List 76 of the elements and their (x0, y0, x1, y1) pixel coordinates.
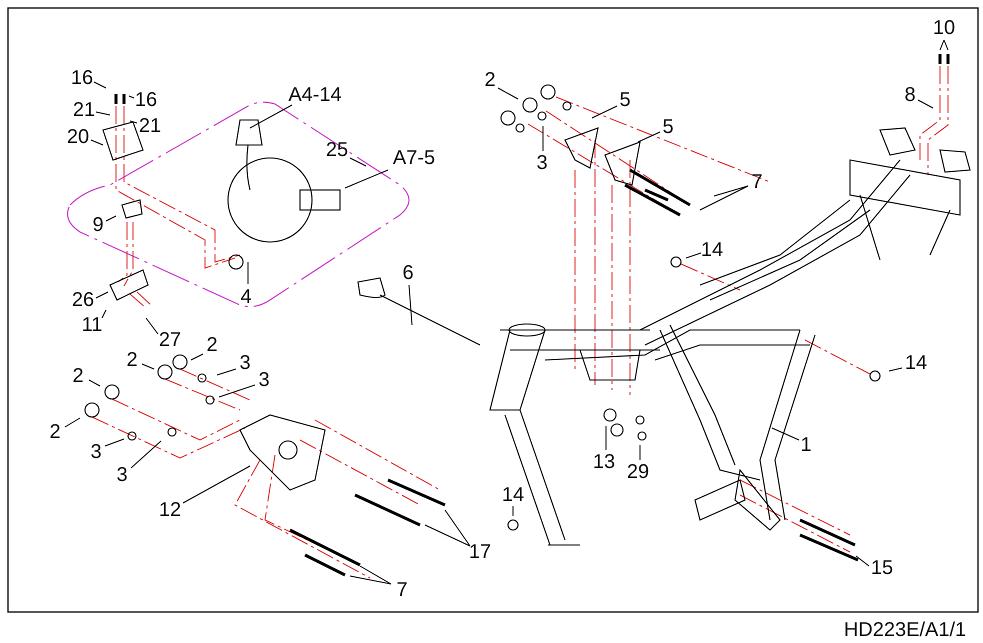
callout-number: 2 (126, 350, 138, 370)
leader-line (90, 140, 104, 146)
leader-line (700, 186, 748, 210)
leader-line (190, 354, 204, 360)
leader-line (350, 566, 392, 584)
callout-number: 27 (158, 330, 182, 350)
callout-number: 14 (904, 353, 928, 373)
callout-number: 11 (82, 315, 102, 335)
callout-number: 7 (396, 580, 408, 600)
leader-line (498, 88, 518, 100)
leader-line (350, 158, 366, 166)
leader-line (344, 170, 388, 188)
callout-number: 9 (92, 215, 104, 235)
leader-line (102, 310, 106, 318)
leader-line (250, 104, 292, 128)
callout-number: 13 (592, 452, 616, 472)
leader-line (142, 364, 154, 370)
leader-line (94, 82, 106, 88)
leader-line (106, 216, 116, 222)
leader-line (146, 318, 158, 334)
leader-line (542, 126, 544, 152)
callout-number: 3 (90, 442, 102, 462)
drawing-number: HD223E/A1/1 (844, 620, 966, 640)
callout-number: 2 (72, 366, 84, 386)
callout-number: 26 (72, 290, 94, 310)
callout-number: 10 (932, 18, 956, 38)
callout-number: 14 (502, 485, 524, 505)
leader-line (918, 100, 934, 108)
leader-line (888, 368, 902, 372)
callout-number: 20 (66, 127, 90, 147)
leader-line (772, 428, 800, 440)
callout-number: 7 (751, 172, 763, 192)
callout-number: 2 (206, 335, 218, 355)
leader-line (218, 384, 256, 398)
leader-line (64, 418, 80, 428)
leader-line (512, 506, 514, 516)
leader-line (96, 112, 110, 116)
callout-number: 5 (619, 90, 631, 110)
leader-line (128, 96, 134, 98)
callout-number: A4-14 (288, 85, 342, 105)
callout-number: 29 (626, 462, 650, 482)
callout-number: 21 (72, 100, 96, 120)
callout-number: 16 (134, 90, 158, 110)
leader-line (88, 380, 100, 386)
callout-number: 15 (870, 558, 894, 578)
callout-number: 4 (240, 287, 252, 307)
leader-line (592, 106, 618, 118)
callout-number: 8 (904, 85, 916, 105)
leader-line (686, 252, 702, 258)
leader-line (216, 368, 236, 376)
leader-line (856, 556, 870, 566)
callout-number: 14 (700, 240, 724, 260)
leader-line (638, 132, 660, 142)
leader-line (182, 466, 250, 504)
callout-number: 2 (484, 70, 496, 90)
callout-number: 3 (239, 353, 251, 373)
callout-number: 6 (402, 263, 414, 283)
leader-line (96, 292, 108, 298)
callout-number: 17 (468, 542, 492, 562)
callout-number: 1 (800, 435, 812, 455)
leader-line (408, 284, 412, 326)
callout-number: 16 (70, 68, 94, 88)
callout-number: 5 (662, 117, 674, 137)
callout-number: A7-5 (392, 148, 436, 168)
callout-number: 3 (258, 370, 270, 390)
leader-line (130, 120, 138, 124)
callout-number: 2 (49, 422, 61, 442)
callout-number: 12 (158, 500, 182, 520)
callout-number: 3 (536, 153, 548, 173)
leader-line (104, 438, 124, 446)
callout-number: 3 (116, 465, 128, 485)
leader-line (130, 440, 162, 468)
callout-number: 21 (138, 116, 162, 136)
callout-number: 25 (326, 140, 348, 160)
leader-line (940, 40, 948, 50)
leader-line (424, 510, 470, 546)
